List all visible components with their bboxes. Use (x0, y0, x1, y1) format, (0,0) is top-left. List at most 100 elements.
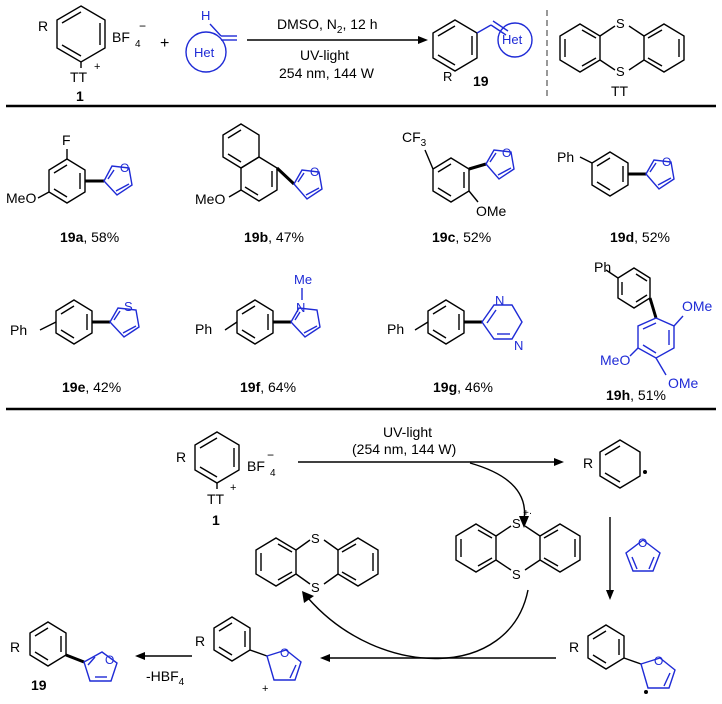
adduct-o: O (654, 654, 663, 668)
tt-label: TT (611, 83, 629, 99)
conditions-power: 254 nm, 144 W (279, 65, 375, 81)
conditions-top: DMSO, N2, 12 h (277, 16, 377, 36)
compound-label-19d: 19d, 52% (610, 229, 670, 245)
substrate-19e: Ph S (10, 299, 140, 345)
label-ph: Ph (195, 321, 212, 337)
compound-label-19a: 19a, 58% (60, 229, 119, 245)
product-r: R (443, 69, 452, 84)
reagent-tt: TT (70, 69, 88, 85)
hbf4-label: -HBF4 (146, 668, 185, 688)
aryl-sulfonium-ring (56, 5, 106, 68)
reagent-tt: TT (207, 491, 225, 507)
tt-cation-sulfur-bottom: S (512, 567, 521, 582)
methyl-label: Me (294, 272, 312, 287)
conditions-light: UV-light (300, 47, 349, 63)
product-o: O (105, 653, 114, 667)
substrate-19g: Ph N N (387, 293, 523, 353)
tt-sulfur-top: S (311, 531, 320, 546)
label-meo: MeO (6, 190, 36, 206)
furan-o: O (662, 155, 671, 169)
thianthrene-structure (559, 23, 685, 73)
plus-sign: + (160, 35, 169, 52)
compound-label-19g: 19g, 46% (433, 379, 493, 395)
substrate-19f: Ph N Me (195, 272, 321, 345)
label-ome-top: OMe (682, 298, 713, 314)
mechanism-light-1: UV-light (383, 424, 432, 440)
reagent-anion-charge: − (139, 19, 146, 33)
reagent-anion-sub: 4 (135, 39, 141, 50)
label-f: F (62, 132, 71, 148)
tt-sulfur-top: S (616, 16, 625, 31)
label-ome: OMe (476, 203, 507, 219)
reagent-anion: BF (247, 458, 265, 474)
product-r: R (10, 639, 20, 655)
reagent-tt-charge: + (94, 61, 100, 73)
pyrrole-n: N (296, 300, 305, 315)
label-ph: Ph (10, 322, 27, 338)
mechanism-reagent-1: R BF 4 − TT + 1 (176, 431, 276, 528)
compound-label-19b: 19b, 47% (244, 229, 304, 245)
cation-r: R (195, 633, 205, 649)
label-ome-bottom: OMe (668, 375, 699, 391)
compound-label-19c: 19c, 52% (432, 229, 491, 245)
radical-r: R (583, 455, 593, 471)
substrate-19b: MeO O (195, 123, 323, 207)
product-number: 19 (473, 73, 489, 89)
label-ph: Ph (387, 321, 404, 337)
compound-label-19h: 19h, 51% (606, 387, 666, 403)
product-number: 19 (31, 677, 47, 693)
radical-adduct: R O (569, 624, 676, 694)
product-19-structure (432, 19, 533, 72)
substrate-19a: F MeO O (6, 132, 133, 206)
substrate-19h: Ph OMe MeO OMe (594, 259, 713, 391)
curved-arrow-recycle (307, 589, 529, 660)
label-cf3: CF3 (402, 129, 427, 149)
reagent-anion-charge: − (267, 448, 274, 462)
thiophene-s: S (124, 299, 133, 314)
radical-cation-sign: +· (523, 508, 532, 519)
reagent-number: 1 (212, 512, 220, 528)
adduct-r: R (569, 639, 579, 655)
furan-reagent: O (625, 536, 661, 572)
alkene-het: Het (194, 45, 215, 60)
vinyl-heteroarene (185, 23, 237, 73)
final-product-19: R O 19 (10, 621, 118, 693)
pyrazine-n-top: N (495, 293, 504, 308)
cation-o: O (280, 646, 289, 660)
pyrazine-n-bottom: N (514, 338, 523, 353)
reagent-tt-charge: + (230, 482, 236, 494)
tt-sulfur-bottom: S (311, 580, 320, 595)
general-reaction: R BF 4 − TT + 1 + H Het DMSO, N2, 12 h U… (38, 5, 685, 104)
aryl-radical: R (583, 439, 647, 489)
reagent-r: R (176, 449, 186, 465)
label-ph: Ph (594, 259, 611, 275)
reagent-r-label: R (38, 18, 48, 34)
cation-intermediate: R O + (195, 616, 302, 695)
label-meo-left: MeO (600, 352, 630, 368)
radical-dot (643, 470, 647, 474)
thianthrene-radical-cation: S S +· (455, 508, 581, 582)
furan-o: O (638, 536, 647, 550)
reagent-number: 1 (76, 88, 84, 104)
substrate-19d: Ph O (557, 149, 675, 197)
label-meo: MeO (195, 191, 225, 207)
compound-label-19f: 19f, 64% (240, 379, 296, 395)
tt-cation-sulfur-top: S (512, 516, 521, 531)
tt-sulfur-bottom: S (616, 64, 625, 79)
curved-arrow-et (469, 462, 526, 521)
reagent-anion-sub: 4 (270, 468, 276, 479)
compound-label-19e: 19e, 42% (62, 379, 121, 395)
substrate-19c: CF3 OMe O (402, 129, 515, 219)
cation-charge: + (262, 683, 268, 695)
furan-o: O (120, 161, 129, 175)
furan-o: O (502, 146, 511, 160)
mechanism-light-2: (254 nm, 144 W) (352, 441, 456, 457)
adduct-radical-dot (644, 690, 648, 694)
reagent-anion: BF (112, 29, 130, 45)
furan-o: O (310, 165, 319, 179)
label-ph: Ph (557, 149, 574, 165)
thianthrene-neutral: S S (255, 531, 379, 595)
product-het: Het (502, 32, 523, 47)
alkene-h: H (201, 8, 210, 23)
